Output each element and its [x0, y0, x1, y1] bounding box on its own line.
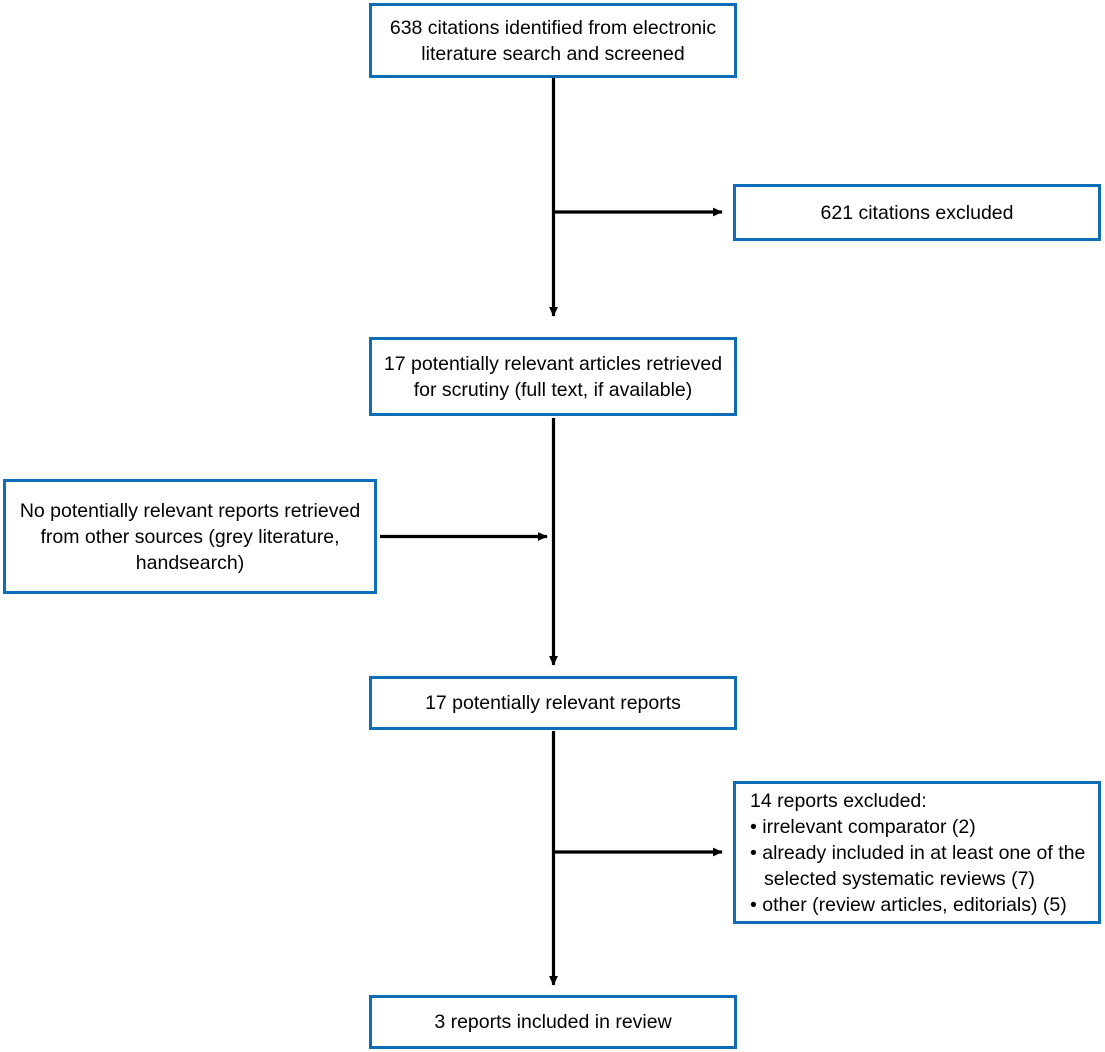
- reports-excluded-content: 14 reports excluded: irrelevant comparat…: [750, 788, 1088, 918]
- other-sources-box: No potentially relevant reports retrieve…: [3, 479, 377, 594]
- other-sources-text: No potentially relevant reports retrieve…: [19, 499, 361, 574]
- list-item: other (review articles, editorials) (5): [750, 892, 1088, 918]
- reports-included-text: 3 reports included in review: [434, 1011, 672, 1033]
- articles-retrieved-box: 17 potentially relevant articles retriev…: [369, 337, 737, 416]
- reports-excluded-box: 14 reports excluded: irrelevant comparat…: [733, 781, 1101, 924]
- reports-excluded-title: 14 reports excluded:: [750, 789, 927, 812]
- list-item: already included in at least one of the …: [750, 840, 1088, 892]
- relevant-reports-box: 17 potentially relevant reports: [369, 676, 737, 730]
- relevant-reports-text: 17 potentially relevant reports: [425, 692, 681, 714]
- citations-excluded-box: 621 citations excluded: [733, 184, 1101, 241]
- reports-excluded-list: irrelevant comparator (2) already includ…: [750, 814, 1088, 918]
- list-item: irrelevant comparator (2): [750, 814, 1088, 840]
- citations-identified-text: 638 citations identified from electronic…: [389, 16, 717, 65]
- citations-excluded-text: 621 citations excluded: [820, 201, 1014, 224]
- articles-retrieved-text: 17 potentially relevant articles retriev…: [383, 352, 723, 401]
- reports-included-box: 3 reports included in review: [369, 995, 737, 1049]
- citations-identified-box: 638 citations identified from electronic…: [369, 3, 737, 78]
